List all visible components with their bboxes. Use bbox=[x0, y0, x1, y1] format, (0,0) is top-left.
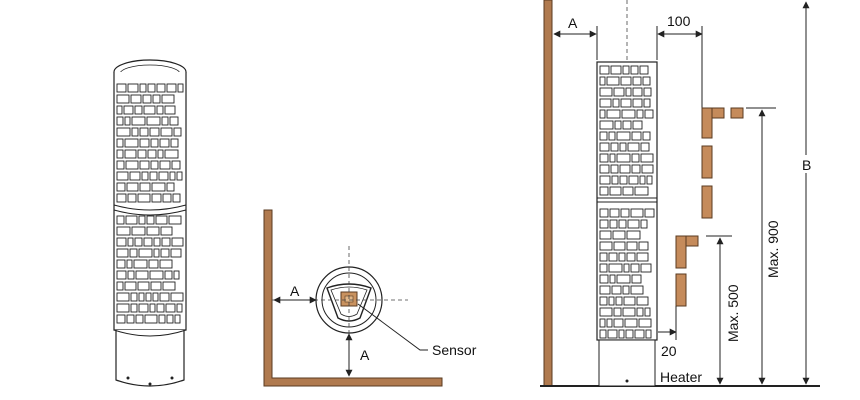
heater-tower-icon bbox=[596, 61, 658, 387]
sensor-blocks bbox=[675, 107, 744, 307]
arrow-icon bbox=[357, 303, 428, 351]
heater-tower-icon bbox=[113, 59, 187, 387]
heater-perspective-view bbox=[113, 59, 187, 387]
wall-corner bbox=[263, 209, 443, 387]
dim-a-vertical: A bbox=[360, 347, 370, 363]
dim-100: 100 bbox=[667, 13, 691, 29]
sensor-label: Sensor bbox=[432, 342, 477, 358]
dim-20: 20 bbox=[661, 343, 677, 359]
dim-b: B bbox=[802, 157, 811, 173]
dim-a-horizontal: A bbox=[290, 283, 300, 299]
plan-view: A A Sensor bbox=[263, 209, 477, 387]
wall-left bbox=[543, 0, 553, 387]
dim-a-elevation: A bbox=[568, 15, 578, 31]
dim-max-500: Max. 500 bbox=[725, 284, 741, 342]
elevation-view: A 100 20 Heater Max. 500 Max. 900 bbox=[540, 0, 820, 387]
dim-max-900: Max. 900 bbox=[765, 220, 781, 278]
heater-label: Heater bbox=[660, 369, 702, 385]
